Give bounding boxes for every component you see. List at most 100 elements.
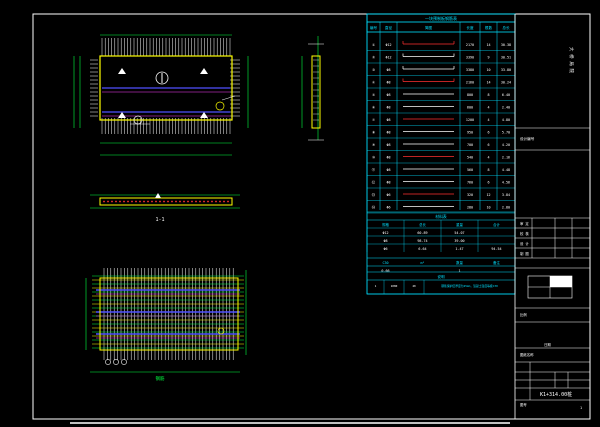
table-cell: 800	[467, 93, 473, 97]
rebar-dot	[115, 200, 117, 203]
title-field: 设 计	[520, 241, 529, 246]
table-cell: Φ8	[386, 143, 390, 147]
table-cell: 9	[487, 56, 489, 60]
note-cell: 40	[412, 284, 416, 288]
concrete-header: m³	[420, 261, 424, 265]
section-view: 1-1	[90, 193, 240, 223]
summary-cell: 94.54	[491, 247, 501, 251]
table-cell: ⑭	[372, 205, 376, 210]
rebar-view-label: 钢筋	[156, 375, 165, 382]
summary-cell: 39.00	[454, 239, 464, 243]
note-cell: 1080	[391, 284, 398, 288]
rebar-dot	[191, 200, 193, 203]
table-cell: 14	[486, 81, 490, 85]
table-cell: 6.40	[502, 93, 510, 97]
rebar-dot	[179, 200, 181, 203]
rebar-layout-view: 钢筋	[85, 268, 247, 382]
table-cell: ⑦	[372, 118, 375, 122]
rebar-dot	[183, 200, 185, 203]
table-cell: 2.16	[502, 156, 510, 160]
table-cell: 8	[487, 93, 489, 97]
table-cell: ①	[372, 43, 375, 47]
table-cell: 560	[467, 168, 473, 172]
company-name: 大 桥 局 院	[568, 47, 575, 74]
table-cell: 4.20	[502, 143, 510, 147]
rebar-dot	[195, 200, 197, 203]
table-cell: Φ8	[386, 81, 390, 85]
summary-cell: 98.74	[417, 239, 427, 243]
summary-header: 重量	[456, 222, 463, 227]
rebar-dot	[123, 200, 125, 203]
rebar-callout	[105, 359, 111, 365]
lifting-point-marker	[200, 68, 208, 74]
table-cell: ⑥	[372, 106, 375, 110]
table-cell: 5.70	[502, 131, 510, 135]
table-cell: Φ8	[386, 131, 390, 135]
table-cell: Φ6	[386, 206, 390, 210]
rebar-dot	[171, 200, 173, 203]
date-label: 日期	[544, 342, 551, 347]
rebar-dot	[203, 200, 205, 203]
section-label: 1-1	[155, 217, 164, 223]
concrete-header: 备注	[493, 260, 500, 265]
table-cell: ③	[372, 68, 375, 72]
table-cell: ⑬	[372, 192, 376, 197]
table-cell: Φ8	[386, 168, 390, 172]
table-cell: 600	[467, 106, 473, 110]
summary-header: 规格	[382, 222, 389, 227]
rebar-dot	[147, 200, 149, 203]
side-outline	[311, 55, 321, 129]
note-cell: 钢筋保护层厚度为25mm，混凝土强度等级C30	[441, 284, 498, 288]
table-cell: 30.24	[501, 81, 511, 85]
rebar-dot	[167, 200, 169, 203]
table-cell: 4	[487, 118, 489, 122]
project-label: 设计编号	[520, 136, 535, 141]
summary-cell: 54.07	[454, 231, 464, 235]
concrete-header: 数量	[456, 260, 463, 265]
summary-header: 总长	[419, 222, 426, 227]
table-cell: Φ6	[386, 193, 390, 197]
table-cell: 33.80	[501, 68, 511, 72]
table-cell: 1200	[466, 118, 474, 122]
table-cell: ⑤	[372, 93, 375, 97]
table-header: 长度	[466, 25, 474, 30]
summary-header: 合计	[493, 222, 500, 227]
rebar-dot	[155, 200, 157, 203]
table-cell: 2.80	[502, 206, 510, 210]
table-cell: Φ8	[386, 156, 390, 160]
table-cell: ⑪	[372, 167, 376, 172]
rebar-callout	[121, 359, 127, 365]
rebar-dot	[211, 200, 213, 203]
table-cell: 950	[467, 131, 473, 135]
rebar-dot	[143, 200, 145, 203]
rebar-dot	[215, 200, 217, 203]
summary-cell: 6.64	[418, 247, 426, 251]
rebar-dot	[175, 200, 177, 203]
table-cell: 12	[486, 193, 490, 197]
lifting-point-marker	[118, 112, 126, 118]
lifting-point-marker	[200, 112, 208, 118]
summary-cell: 1.47	[455, 247, 463, 251]
table-cell: Φ12	[385, 56, 391, 60]
rebar-callout	[217, 327, 225, 335]
table-cell: 760	[467, 181, 473, 185]
summary-cell: Φ12	[382, 231, 388, 235]
rebar-dot	[127, 200, 129, 203]
note-title: 说明	[437, 274, 445, 279]
concrete-cell: 0.66	[381, 269, 389, 273]
table-cell: 2160	[466, 81, 474, 85]
section-marker	[155, 193, 161, 198]
table-header: 根数	[485, 25, 493, 30]
table-cell: 10	[486, 206, 490, 210]
concrete-cell: 1	[458, 269, 460, 273]
sheet-name-label: 图纸名称	[520, 352, 534, 357]
rebar-dot	[223, 200, 225, 203]
table-title: 一块预制板钢筋表	[425, 15, 457, 21]
table-cell: 2170	[466, 43, 474, 47]
table-cell: ⑩	[372, 156, 375, 160]
rebar-dot	[227, 200, 229, 203]
table-cell: 6	[487, 143, 489, 147]
